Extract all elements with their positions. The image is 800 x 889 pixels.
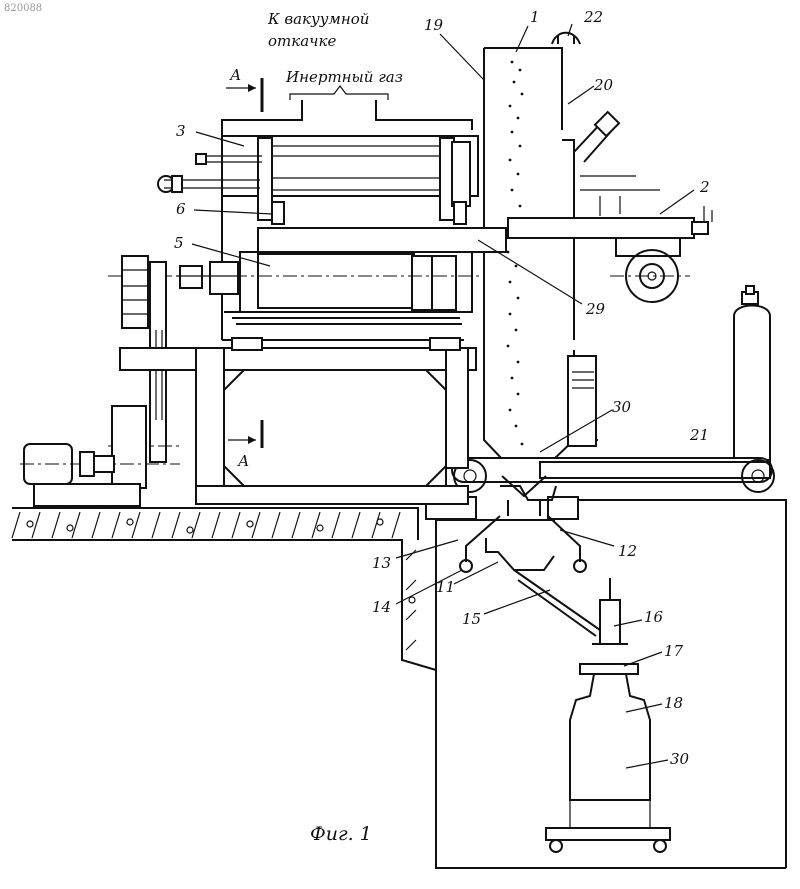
section-mark-bottom: А bbox=[228, 420, 262, 470]
label-17: 17 bbox=[664, 642, 684, 660]
header-inert-gas: Инертный газ bbox=[285, 68, 403, 86]
label-19: 19 bbox=[424, 16, 444, 34]
label-29: 29 bbox=[585, 300, 606, 318]
feed-pipe bbox=[574, 112, 660, 216]
header-vacuum-line2: откачке bbox=[268, 32, 336, 50]
gas-cylinder bbox=[734, 286, 770, 460]
label-22: 22 bbox=[583, 8, 603, 26]
label-5: 5 bbox=[174, 234, 184, 252]
label-30-upper: 30 bbox=[612, 398, 632, 416]
ram-assembly bbox=[508, 206, 712, 302]
section-mark-a-top: А bbox=[229, 66, 241, 84]
reactor-column bbox=[484, 48, 598, 480]
section-mark-a-bottom: А bbox=[237, 452, 249, 470]
powder bbox=[507, 61, 528, 462]
label-21: 21 bbox=[689, 426, 709, 444]
label-1: 1 bbox=[530, 8, 540, 26]
foundation bbox=[12, 508, 436, 670]
label-18: 18 bbox=[664, 694, 683, 712]
plate-29 bbox=[258, 228, 506, 252]
lower-chamber bbox=[426, 497, 786, 868]
label-2: 2 bbox=[699, 178, 710, 196]
stamp-number: 820088 bbox=[4, 3, 42, 14]
lid bbox=[552, 33, 580, 44]
label-3: 3 bbox=[176, 122, 186, 140]
transport-beam bbox=[452, 458, 774, 500]
frame bbox=[120, 338, 476, 504]
label-13: 13 bbox=[372, 554, 391, 572]
vacuum-line bbox=[376, 100, 472, 130]
header-vacuum-line1: К вакуумной bbox=[267, 10, 369, 28]
gas-brace bbox=[290, 86, 388, 100]
label-11: 11 bbox=[436, 578, 455, 596]
label-12: 12 bbox=[618, 542, 637, 560]
section-mark-top: А bbox=[226, 66, 262, 112]
label-16: 16 bbox=[644, 608, 664, 626]
label-6: 6 bbox=[176, 200, 186, 218]
label-30-lower: 30 bbox=[670, 750, 690, 768]
label-14: 14 bbox=[372, 598, 391, 616]
label-20: 20 bbox=[593, 76, 614, 94]
label-15: 15 bbox=[462, 610, 481, 628]
figure-caption: Фиг. 1 bbox=[310, 823, 372, 845]
